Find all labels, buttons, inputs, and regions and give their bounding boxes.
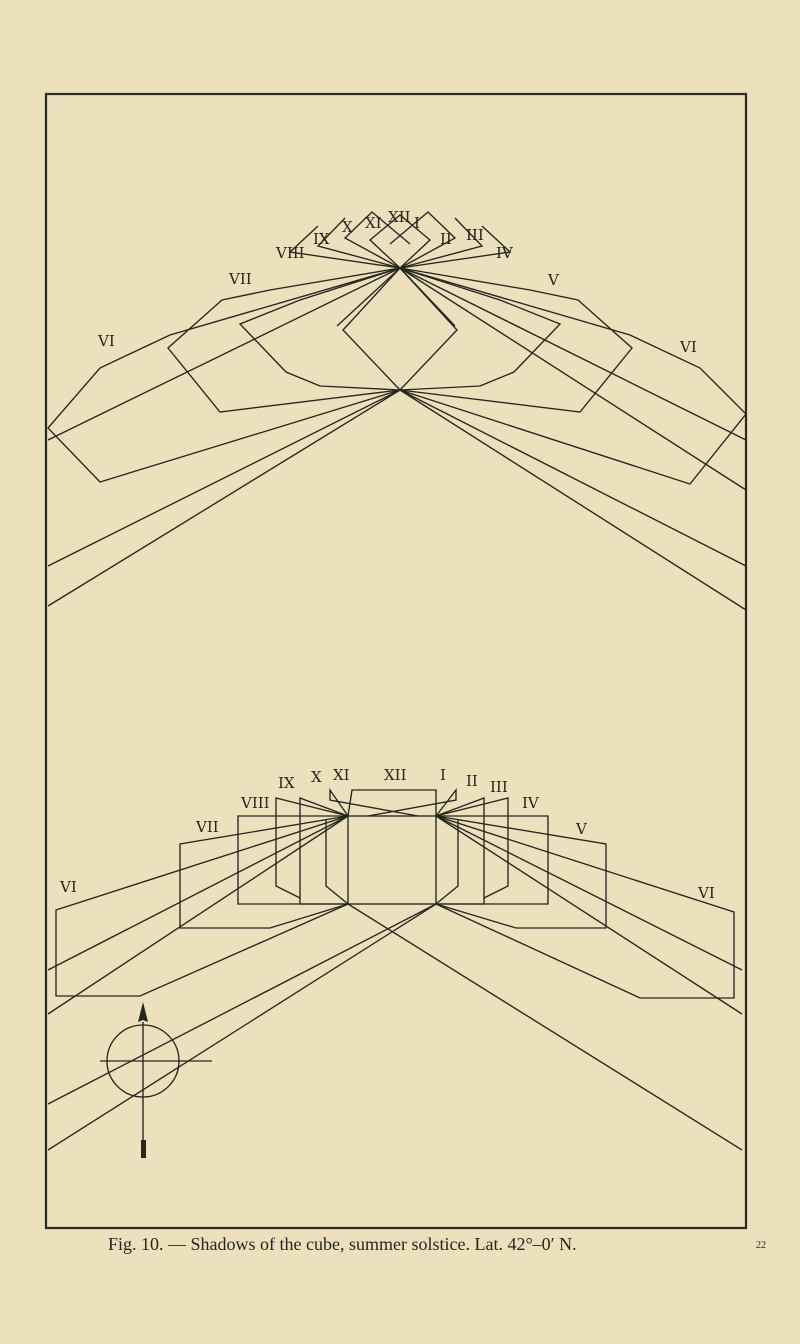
compass-symbol [100, 1002, 212, 1158]
lower-shadow-iv [436, 815, 549, 905]
upper-ray-right-1 [399, 267, 747, 441]
lower-ray-right-3 [347, 903, 743, 1151]
upper-label-ii: II [440, 230, 452, 248]
lower-label-vi-right: VI [697, 884, 715, 902]
figure-caption: Fig. 10. — Shadows of the cube, summer s… [108, 1234, 577, 1254]
plate-border [44, 92, 748, 1230]
lower-label-v: V [575, 820, 588, 838]
upper-shadow-vii [167, 267, 401, 413]
upper-shadow-vi-left [47, 267, 401, 483]
upper-shadow-i [389, 211, 457, 269]
upper-label-i: I [414, 214, 420, 232]
upper-ray-left-3 [47, 389, 401, 607]
upper-label-iii: III [466, 226, 484, 244]
upper-shadow-figure: VI VII VIII IX X XI XII I II III IV V VI [47, 208, 747, 611]
upper-label-vi-right: VI [679, 338, 697, 356]
lower-label-iii: III [490, 778, 508, 796]
lower-shadow-ix [275, 797, 349, 899]
lower-label-vi-left: VI [59, 878, 77, 896]
upper-label-vii: VII [228, 270, 252, 288]
lower-shadow-vii [179, 815, 349, 929]
lower-label-xii: XII [384, 766, 407, 784]
upper-cube-inner [336, 267, 456, 327]
lower-shadow-i [367, 788, 457, 817]
lower-shadow-iii [435, 797, 509, 899]
page-number: 22 [756, 1240, 766, 1251]
lower-shadow-xi [329, 787, 419, 817]
lower-shadow-viii [237, 815, 348, 905]
upper-label-viii: VIII [275, 244, 305, 262]
lower-shadow-i-inner [435, 820, 459, 905]
compass-stem-mark [141, 1140, 146, 1158]
upper-label-v: V [547, 271, 560, 289]
upper-label-ix: IX [313, 230, 330, 248]
north-arrow-icon [138, 1002, 148, 1022]
upper-label-vi-left: VI [97, 332, 115, 350]
lower-ray-left-1 [47, 815, 349, 971]
upper-shadow-x [316, 217, 401, 269]
lower-ray-left-3 [47, 903, 437, 1105]
lower-shadow-figure: VI VII VIII IX X XI XII I II III IV V VI [47, 766, 743, 1151]
upper-shadow-ix [288, 225, 401, 269]
lower-label-vii: VII [195, 818, 219, 836]
upper-shadow-v [399, 267, 633, 413]
upper-shadow-xii [368, 214, 432, 269]
lower-label-i: I [440, 766, 446, 784]
lower-label-x: X [311, 768, 322, 786]
lower-label-xi: XI [333, 766, 350, 784]
upper-label-x: X [342, 218, 353, 236]
lower-ray-right-2 [435, 815, 743, 1015]
upper-label-iv: IV [496, 244, 514, 262]
upper-shadow-ii [399, 217, 484, 269]
upper-shadow-iii [399, 225, 512, 269]
upper-shadow-iv [399, 267, 562, 391]
upper-shadow-xi [343, 211, 411, 269]
lower-ray-left-2 [47, 815, 349, 1015]
lower-label-ix: IX [278, 774, 295, 792]
upper-ray-left-1 [47, 267, 401, 441]
upper-label-xi: XI [365, 214, 382, 232]
upper-shadow-viii [238, 267, 401, 391]
lower-label-iv: IV [522, 794, 540, 812]
lower-shadow-vi-left [55, 815, 349, 997]
lower-shadow-vi-right [435, 815, 735, 999]
upper-ray-right-2 [399, 389, 747, 567]
upper-ray-left-2 [47, 389, 401, 567]
upper-cube-outline [342, 267, 458, 391]
upper-label-xii: XII [388, 208, 411, 226]
lower-shadow-xi-inner [325, 820, 349, 905]
upper-ray-right-3 [399, 389, 747, 611]
lower-shadow-v [435, 815, 607, 929]
upper-shadow-vi-right [399, 267, 747, 485]
lower-ray-left-4 [47, 903, 437, 1151]
lower-label-ii: II [466, 772, 478, 790]
lower-ray-right-1 [435, 815, 743, 971]
lower-label-viii: VIII [240, 794, 270, 812]
lower-cube-outline [347, 815, 437, 905]
upper-ray-right-4 [399, 267, 747, 491]
